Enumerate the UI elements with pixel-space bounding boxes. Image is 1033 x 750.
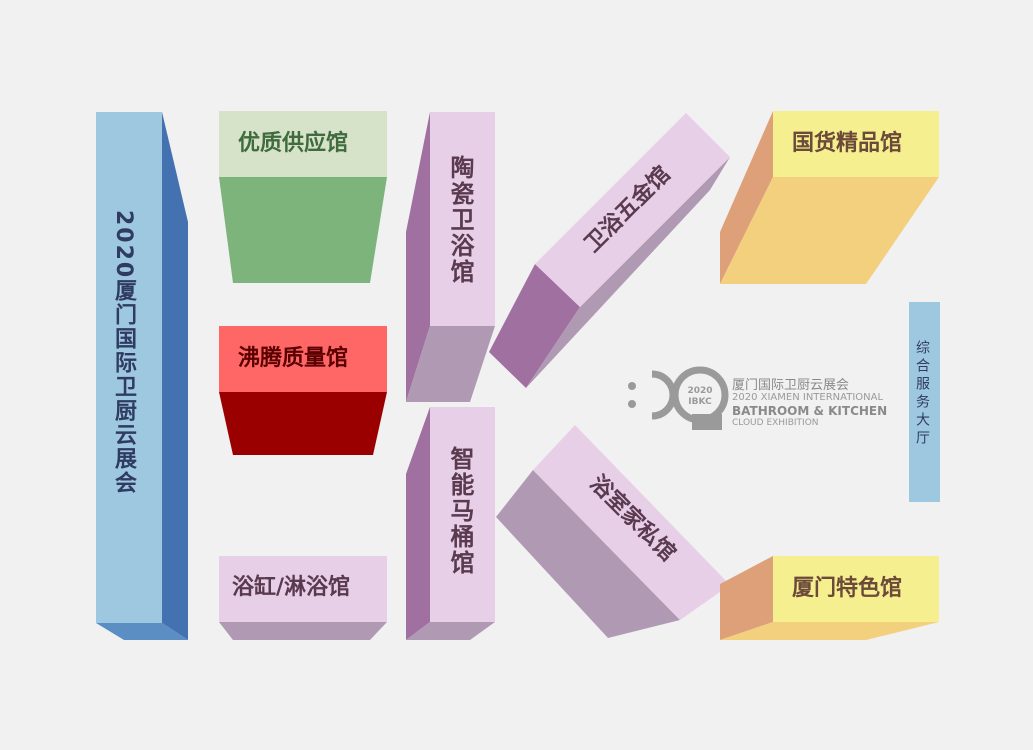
hall-label-national-products: 国货精品馆 [792,131,903,156]
hall-bathroom-furniture[interactable] [496,425,730,638]
hall-label-ceramic-bath: 陶瓷卫浴馆 [446,155,474,285]
exhibition-name-block [96,112,188,640]
service-hall-label: 综合服务大厅 [914,340,930,448]
hall-bath-hardware[interactable] [489,113,730,388]
ibkc-logo-mark [628,366,729,430]
hall-label-xiamen-special: 厦门特色馆 [792,576,903,601]
hall-label-quality-supply: 优质供应馆 [238,131,349,156]
logo-line1: 2020 XIAMEN INTERNATIONAL [732,392,884,403]
exhibition-name-label: 2020厦门国际卫厨云展会 [111,210,136,496]
hall-bathtub-shower[interactable] [219,556,387,640]
logo-line2: BATHROOM & KITCHEN [732,404,888,418]
service-hall-block[interactable] [909,302,940,502]
logo-line3: CLOUD EXHIBITION [732,418,819,428]
hall-quality-supply[interactable] [219,111,387,283]
logo-name-cn: 厦门国际卫厨云展会 [732,378,850,393]
hall-xiamen-special[interactable] [720,556,939,640]
hall-national-products[interactable] [720,111,939,284]
logo-year: 2020 [687,386,713,396]
logo-abbr: IBKC [688,397,712,407]
hall-label-bathtub-shower: 浴缸/淋浴馆 [232,575,351,600]
hall-boiling-quality[interactable] [219,326,387,455]
hall-label-smart-toilet: 智能马桶馆 [446,446,474,576]
hall-label-boiling-quality: 沸腾质量馆 [238,346,349,371]
hall-smart-toilet[interactable] [406,407,495,640]
hall-ceramic-bath[interactable] [406,112,495,402]
ibkc-logo: 2020 IBKC 厦门国际卫厨云展会 2020 XIAMEN INTERNAT… [622,364,892,430]
